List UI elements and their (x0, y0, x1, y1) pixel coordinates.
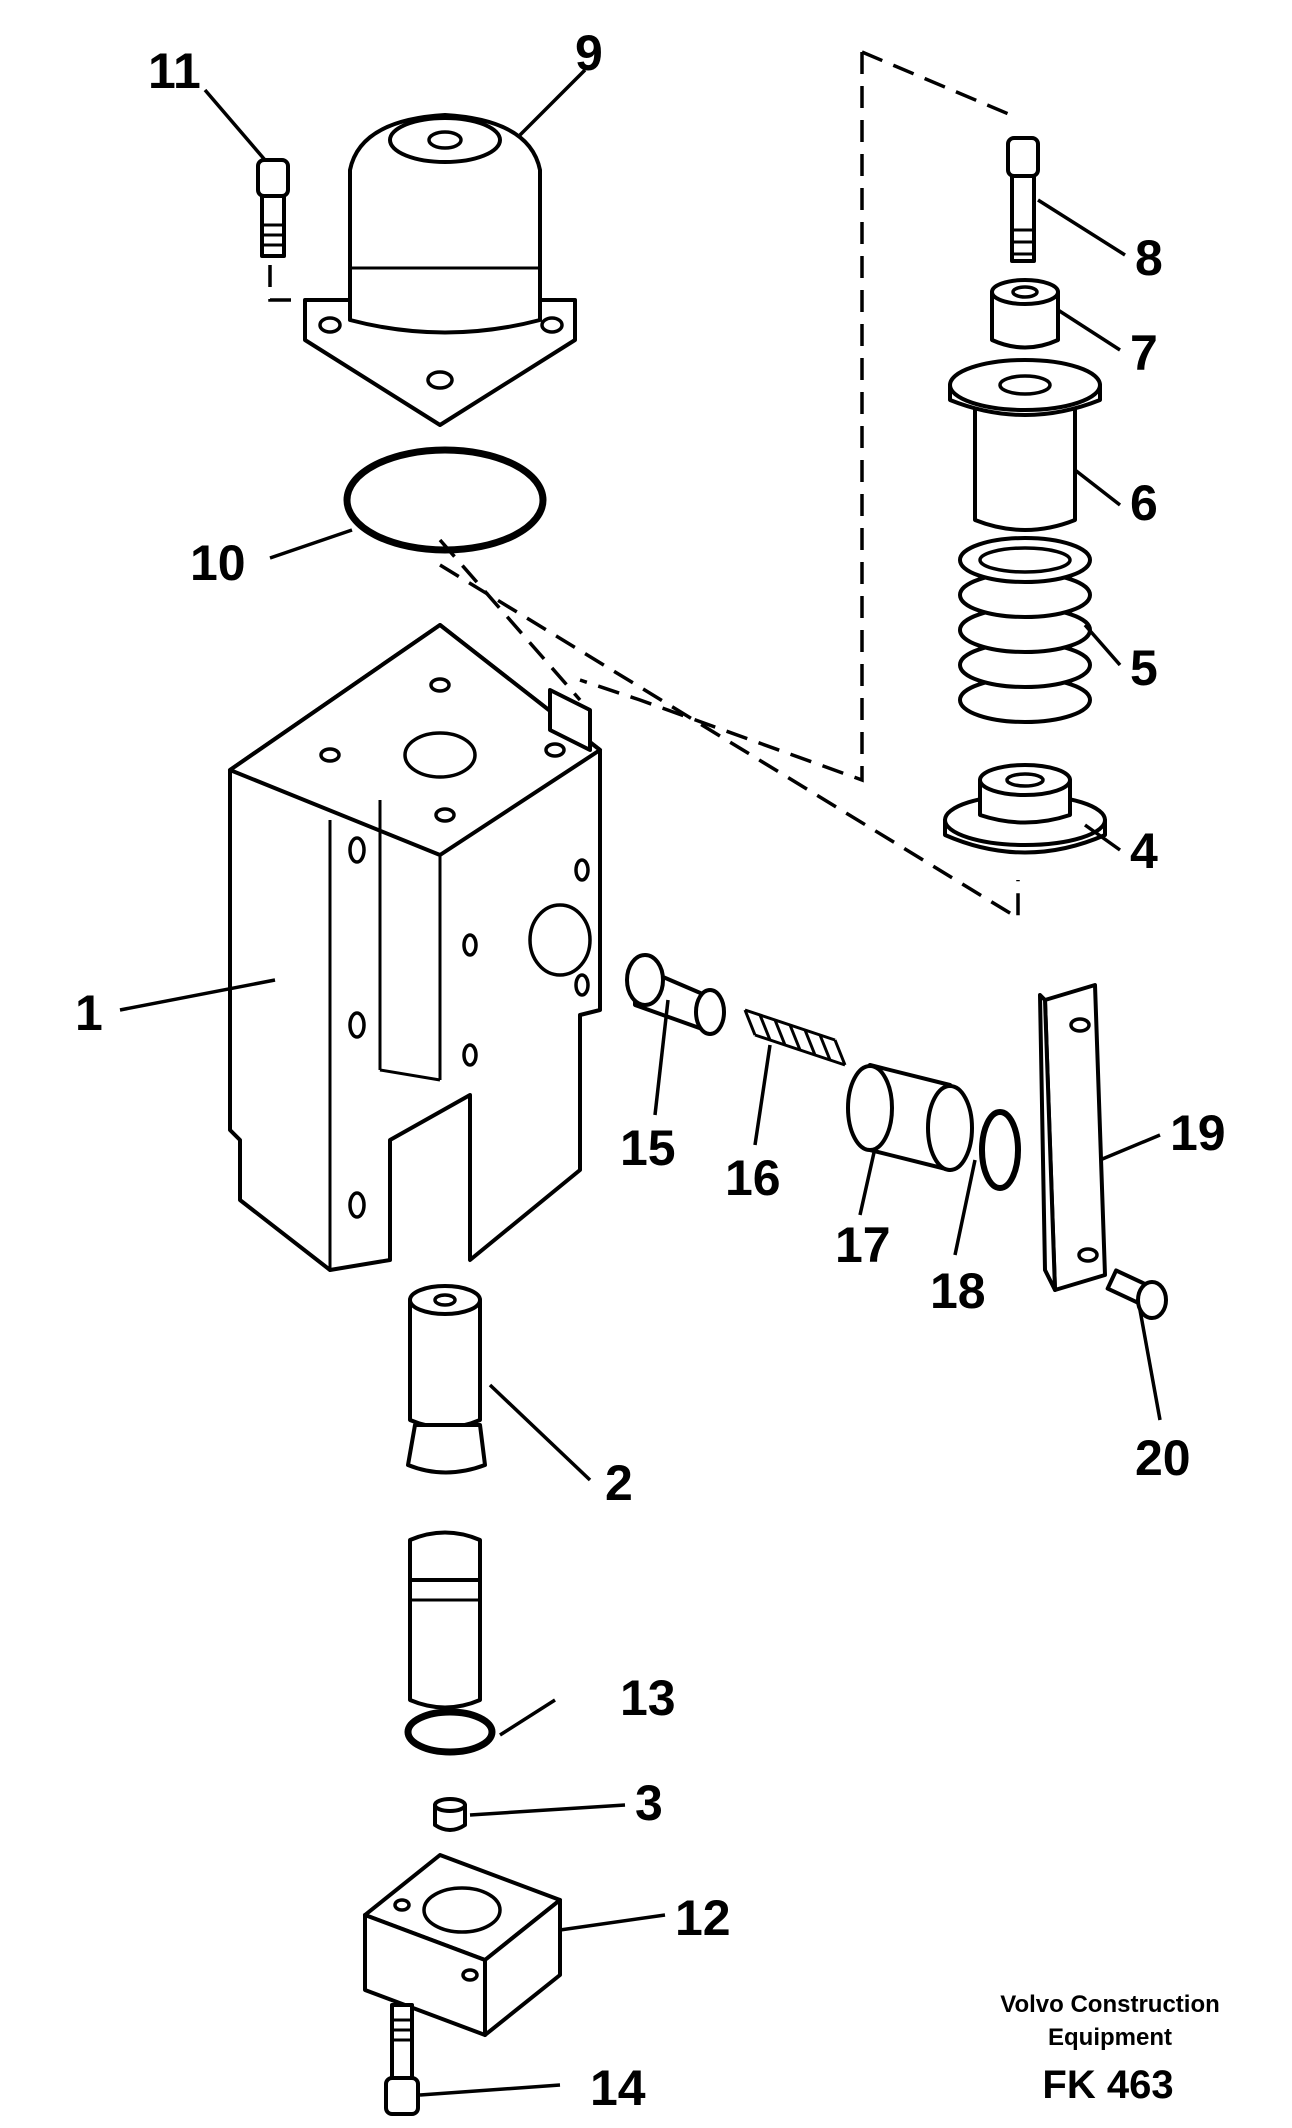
callout-6: 6 (1130, 475, 1158, 531)
callout-16: 16 (725, 1150, 781, 1206)
callout-8: 8 (1135, 230, 1163, 286)
callout-10: 10 (190, 535, 246, 591)
callout-2: 2 (605, 1455, 633, 1511)
leader-lines (119, 68, 1162, 2097)
part-15-sleeve (625, 953, 726, 1036)
part-5-spring (958, 536, 1092, 724)
part-1-valve-body (228, 623, 602, 1272)
figure-code: FK 463 (1042, 2063, 1173, 2107)
part-12-end-cover (363, 1853, 562, 2037)
part-20-screw (1105, 1268, 1168, 1320)
part-16-spring (743, 1008, 847, 1067)
callout-18: 18 (930, 1263, 986, 1319)
part-3-plug (433, 1797, 467, 1832)
callout-14: 14 (590, 2060, 646, 2116)
callout-numbers: 1 2 3 4 5 6 7 8 9 10 11 12 13 14 15 16 1… (75, 25, 1226, 2116)
callout-19: 19 (1170, 1105, 1226, 1161)
part-18-ring (979, 1109, 1021, 1191)
part-14-screw (384, 2003, 420, 2116)
callout-3: 3 (635, 1775, 663, 1831)
part-19-plate (1038, 983, 1107, 1292)
callout-7: 7 (1130, 325, 1158, 381)
part-7-bushing (990, 278, 1060, 350)
caption-line-1: Volvo Construction (1000, 1991, 1220, 2018)
part-11-screw (256, 158, 290, 258)
callout-9: 9 (575, 25, 603, 81)
callout-20: 20 (1135, 1430, 1191, 1486)
part-8-screw (1006, 136, 1040, 263)
part-13-o-ring (404, 1708, 496, 1756)
part-4-spring-seat (943, 763, 1107, 855)
callout-17: 17 (835, 1217, 891, 1273)
callout-4: 4 (1130, 823, 1158, 879)
callout-5: 5 (1130, 640, 1158, 696)
callout-13: 13 (620, 1670, 676, 1726)
callout-11: 11 (148, 43, 201, 99)
part-10-o-ring (343, 446, 547, 554)
assembly-guide-lines (268, 50, 1020, 922)
callout-15: 15 (620, 1120, 676, 1176)
part-9-actuator-cap (303, 113, 577, 427)
callout-12: 12 (675, 1890, 731, 1946)
part-17-piston (846, 1063, 974, 1172)
caption-line-2: Equipment (1048, 2024, 1172, 2051)
part-2-spool (406, 1284, 487, 1710)
publisher-caption: Volvo Construction Equipment FK 463 (1000, 1991, 1220, 2107)
callout-1: 1 (75, 985, 103, 1041)
part-6-spring-seat (948, 358, 1102, 532)
